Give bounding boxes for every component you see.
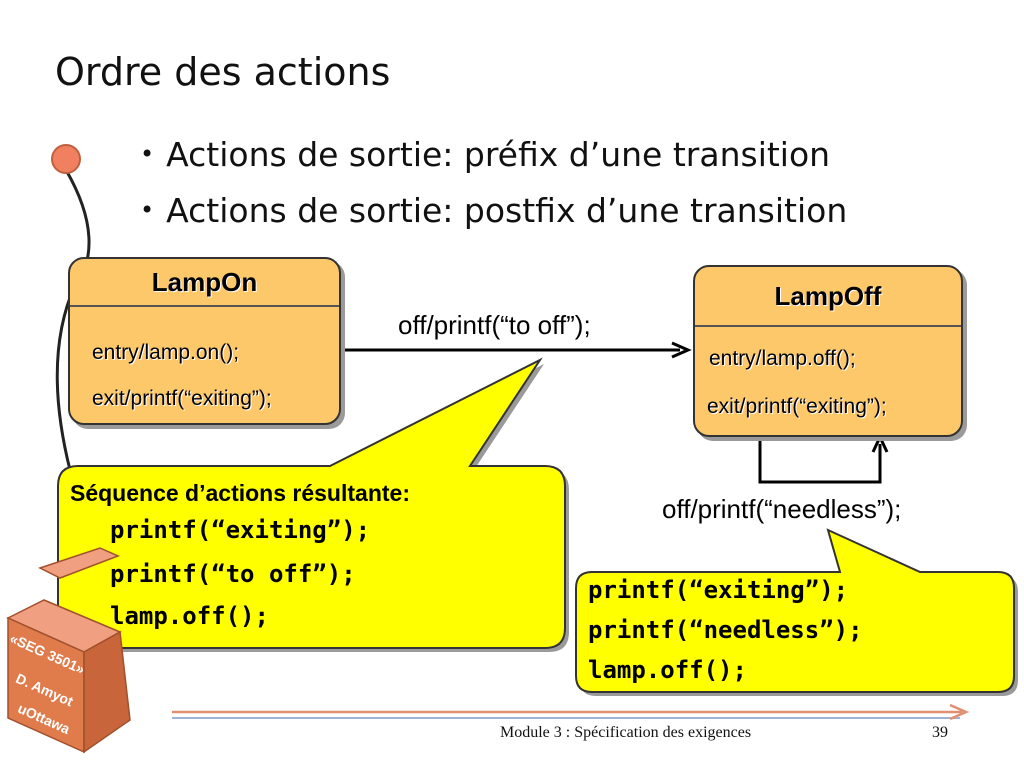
callout-right-shape [575,528,1018,696]
callout-right-line: printf(“exiting”); [588,576,849,604]
bullet-item: • Actions de sortie: postfix d’une trans… [140,182,847,238]
state-lamp-off: LampOff entry/lamp.off(); exit/printf(“e… [693,265,963,437]
bullet-dot-icon: • [140,196,155,224]
state-lamp-on-name: LampOn [70,259,339,307]
footer-arrow [172,703,970,721]
bullet-text: Actions de sortie: postfix d’une transit… [166,190,848,230]
transition-label-to-off: off/printf(“to off”); [398,310,591,340]
footer-module-title: Module 3 : Spécification des exigences [500,724,752,741]
callout-left-line: lamp.off(); [110,602,269,630]
callout-left-shape [57,357,569,652]
callout-right-line: printf(“needless”); [588,616,863,644]
callout-left-heading: Séquence d’actions résultante: [70,480,410,506]
transition-arrow-self [758,433,889,484]
transition-arrow-to-off [345,341,692,359]
callout-left-line: printf(“to off”); [110,560,356,588]
transition-label-needless: off/printf(“needless”); [662,494,902,524]
state-lamp-on-exit: exit/printf(“exiting”); [92,387,272,410]
state-lamp-off-entry: entry/lamp.off(); [709,347,856,370]
bullet-item: • Actions de sortie: préfix d’une transi… [140,126,847,182]
state-lamp-on: LampOn entry/lamp.on(); exit/printf(“exi… [68,257,341,425]
callout-left-line: printf(“exiting”); [110,516,371,544]
page-title: Ordre des actions [55,50,391,94]
state-lamp-off-exit: exit/printf(“exiting”); [707,395,887,418]
badge-box [6,547,131,754]
bullet-list: • Actions de sortie: préfix d’une transi… [140,126,847,238]
bullet-text: Actions de sortie: préfix d’une transiti… [166,134,831,174]
state-lamp-off-name: LampOff [695,267,961,327]
state-lamp-on-entry: entry/lamp.on(); [92,341,240,364]
bullet-dot-icon: • [140,140,155,168]
decor-knob [51,144,81,174]
callout-right-line: lamp.off(); [588,656,747,684]
footer-page-number: 39 [932,724,948,741]
